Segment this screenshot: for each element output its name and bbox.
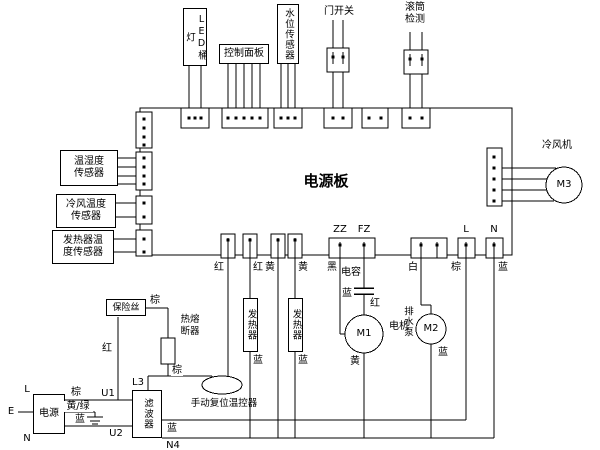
heater2-box: 发热器 — [288, 298, 303, 352]
wire-blue-power: 蓝 — [74, 414, 86, 425]
wire-blue-n: 蓝 — [497, 262, 509, 273]
power-board-outline — [139, 107, 513, 256]
m2-label: M2 — [423, 323, 439, 334]
led-tub-light-box: LED桶灯 — [183, 8, 207, 66]
control-panel-box: 控制面板 — [219, 44, 269, 64]
wire-blue-filter: 蓝 — [166, 423, 178, 434]
terminal-board-n: N — [490, 224, 498, 235]
wire-red-thermostat: 红 — [213, 262, 225, 273]
wire-blue-m2: 蓝 — [437, 347, 449, 358]
drum-detection-label: 滚筒检测 — [405, 2, 425, 25]
terminal-board-l: L — [463, 224, 469, 235]
manual-thermostat-label: 手动复位温控器 — [190, 398, 258, 409]
wire-black-zz: 黑 — [326, 262, 338, 273]
pin-dots — [142, 55, 496, 254]
wire-blue-heater2: 蓝 — [297, 355, 309, 366]
wire-brown-thermal: 棕 — [171, 365, 183, 376]
temp-humidity-sensor-box: 温湿度传感器 — [60, 150, 118, 186]
thermal-fuse-label: 热熔断器 — [180, 314, 200, 337]
capacitor-label: 电容 — [341, 267, 361, 278]
terminal-fz: FZ — [357, 224, 371, 235]
wire-blue-heater1: 蓝 — [252, 355, 264, 366]
wire-yellow-m1: 黄 — [349, 356, 361, 367]
drain-pump-label: 排水泵 — [402, 306, 413, 338]
terminal-power-e: E — [7, 406, 15, 417]
wire-brown-l: 棕 — [450, 262, 462, 273]
cold-air-temp-sensor-box: 冷风温度传感器 — [56, 194, 116, 228]
terminal-u2: U2 — [109, 428, 123, 439]
wires — [18, 20, 556, 439]
wire-red-capacitor: 红 — [369, 298, 381, 309]
terminal-n4: N4 — [166, 440, 180, 450]
heater-temp-sensor-box: 发热器温度传感器 — [52, 230, 114, 264]
wire-yellow-green-power: 黄/绿 — [63, 401, 93, 412]
filter-box: 滤波器 — [132, 390, 162, 438]
cold-air-fan-label: 冷风机 — [542, 140, 572, 151]
heater1-box: 发热器 — [243, 298, 258, 352]
terminal-zz: ZZ — [333, 224, 347, 235]
terminal-l3: L3 — [132, 377, 144, 388]
m1-label: M1 — [356, 328, 372, 339]
fuse-box: 保险丝 — [106, 299, 146, 316]
power-board-title: 电源板 — [303, 172, 349, 190]
motor-label: 电机 — [389, 321, 409, 332]
motor-m1-circle — [344, 314, 384, 354]
wire-brown-power: 棕 — [70, 387, 82, 398]
wire-white-pump: 白 — [407, 262, 419, 273]
motor-m3-circle — [545, 166, 583, 204]
ground-symbol — [87, 412, 103, 425]
terminal-power-n: N — [23, 433, 31, 444]
thermal-fuse-symbol — [160, 337, 176, 365]
wire-yellow-heater2: 黄 — [297, 262, 309, 273]
wire-brown-fuse: 棕 — [149, 295, 161, 306]
water-level-sensor-box: 水位传感器 — [277, 4, 299, 64]
wire-blue-capacitor: 蓝 — [341, 288, 353, 299]
wire-red-heater1: 红 — [252, 262, 264, 273]
motor-m2-circle — [415, 313, 447, 345]
door-switch-label: 门开关 — [324, 6, 354, 17]
thermostat-symbol — [201, 375, 243, 395]
terminal-u1: U1 — [101, 388, 115, 399]
terminal-power-l: L — [24, 384, 30, 395]
m3-label: M3 — [556, 179, 572, 190]
capacitor-symbol — [354, 287, 374, 295]
wire-yellow-feed: 黄 — [264, 262, 276, 273]
wire-red-fuse: 红 — [101, 343, 113, 354]
power-source-box: 电源 — [33, 394, 65, 434]
